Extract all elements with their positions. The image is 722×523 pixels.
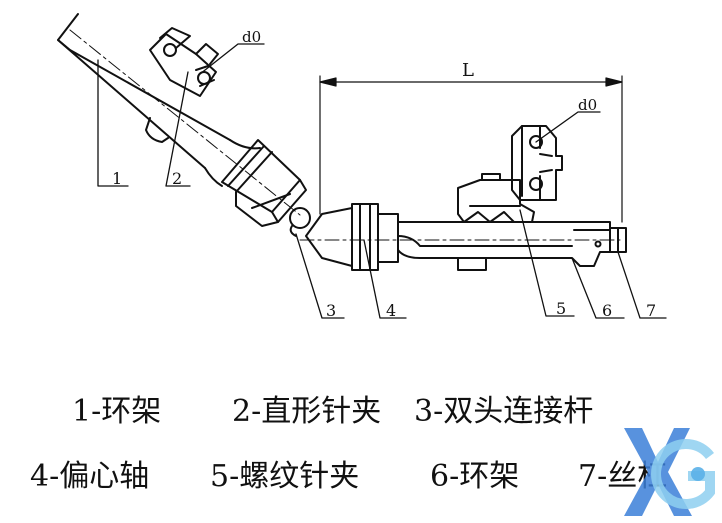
double-head-rod-part-3 xyxy=(289,207,311,237)
label-6: 6 xyxy=(602,301,612,320)
legend-item-3: 3-双头连接杆 xyxy=(414,394,594,429)
straight-needle-clamp-part-2 xyxy=(149,27,219,97)
ring-frame-part-6 xyxy=(299,221,621,271)
leader-lines xyxy=(97,43,667,319)
label-3: 3 xyxy=(326,301,336,320)
watermark-logo xyxy=(624,428,715,516)
eccentric-shaft-part-4 xyxy=(305,203,399,271)
label-4: 4 xyxy=(386,301,396,320)
label-d0-top: d0 xyxy=(242,28,261,46)
collar-nut xyxy=(221,139,307,227)
label-dimension-L: L xyxy=(462,60,474,81)
label-d0-right: d0 xyxy=(578,96,597,114)
legend-item-4: 4-偏心轴 xyxy=(30,459,150,494)
dimension-L xyxy=(319,75,623,223)
legend-item-1: 1-环架 xyxy=(72,394,162,429)
legend-item-6: 6-环架 xyxy=(430,459,520,494)
legend-item-2: 2-直形针夹 xyxy=(232,394,382,429)
label-5: 5 xyxy=(556,299,566,318)
label-7: 7 xyxy=(646,301,656,320)
watermark-logo-graphic xyxy=(624,428,715,516)
legend-item-5: 5-螺纹针夹 xyxy=(210,459,360,494)
ring-frame-part-1 xyxy=(57,13,301,216)
threaded-needle-clamp-part-5 xyxy=(457,125,563,223)
label-1: 1 xyxy=(112,169,122,188)
label-2: 2 xyxy=(172,169,182,188)
